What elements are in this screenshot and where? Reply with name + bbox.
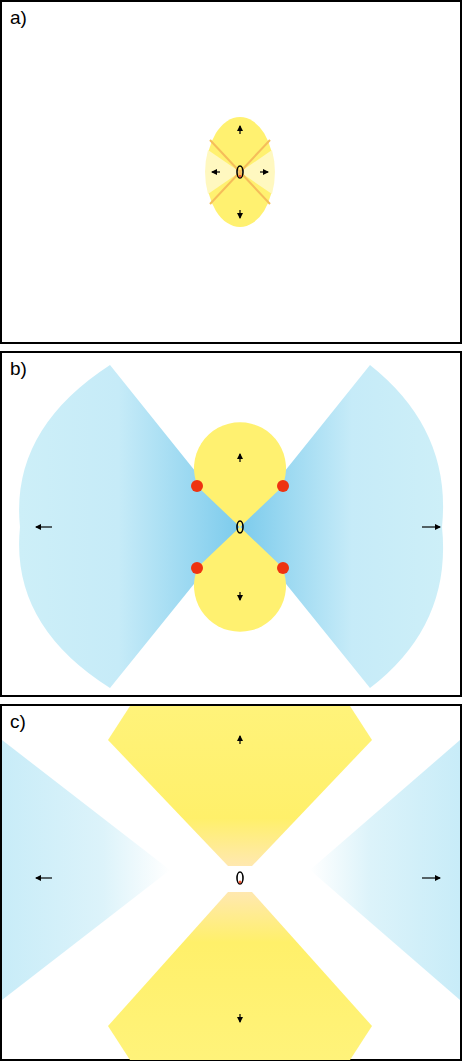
panel-label: c): [10, 712, 26, 731]
panel-label: a): [10, 8, 27, 27]
panel-label: b): [10, 359, 27, 378]
